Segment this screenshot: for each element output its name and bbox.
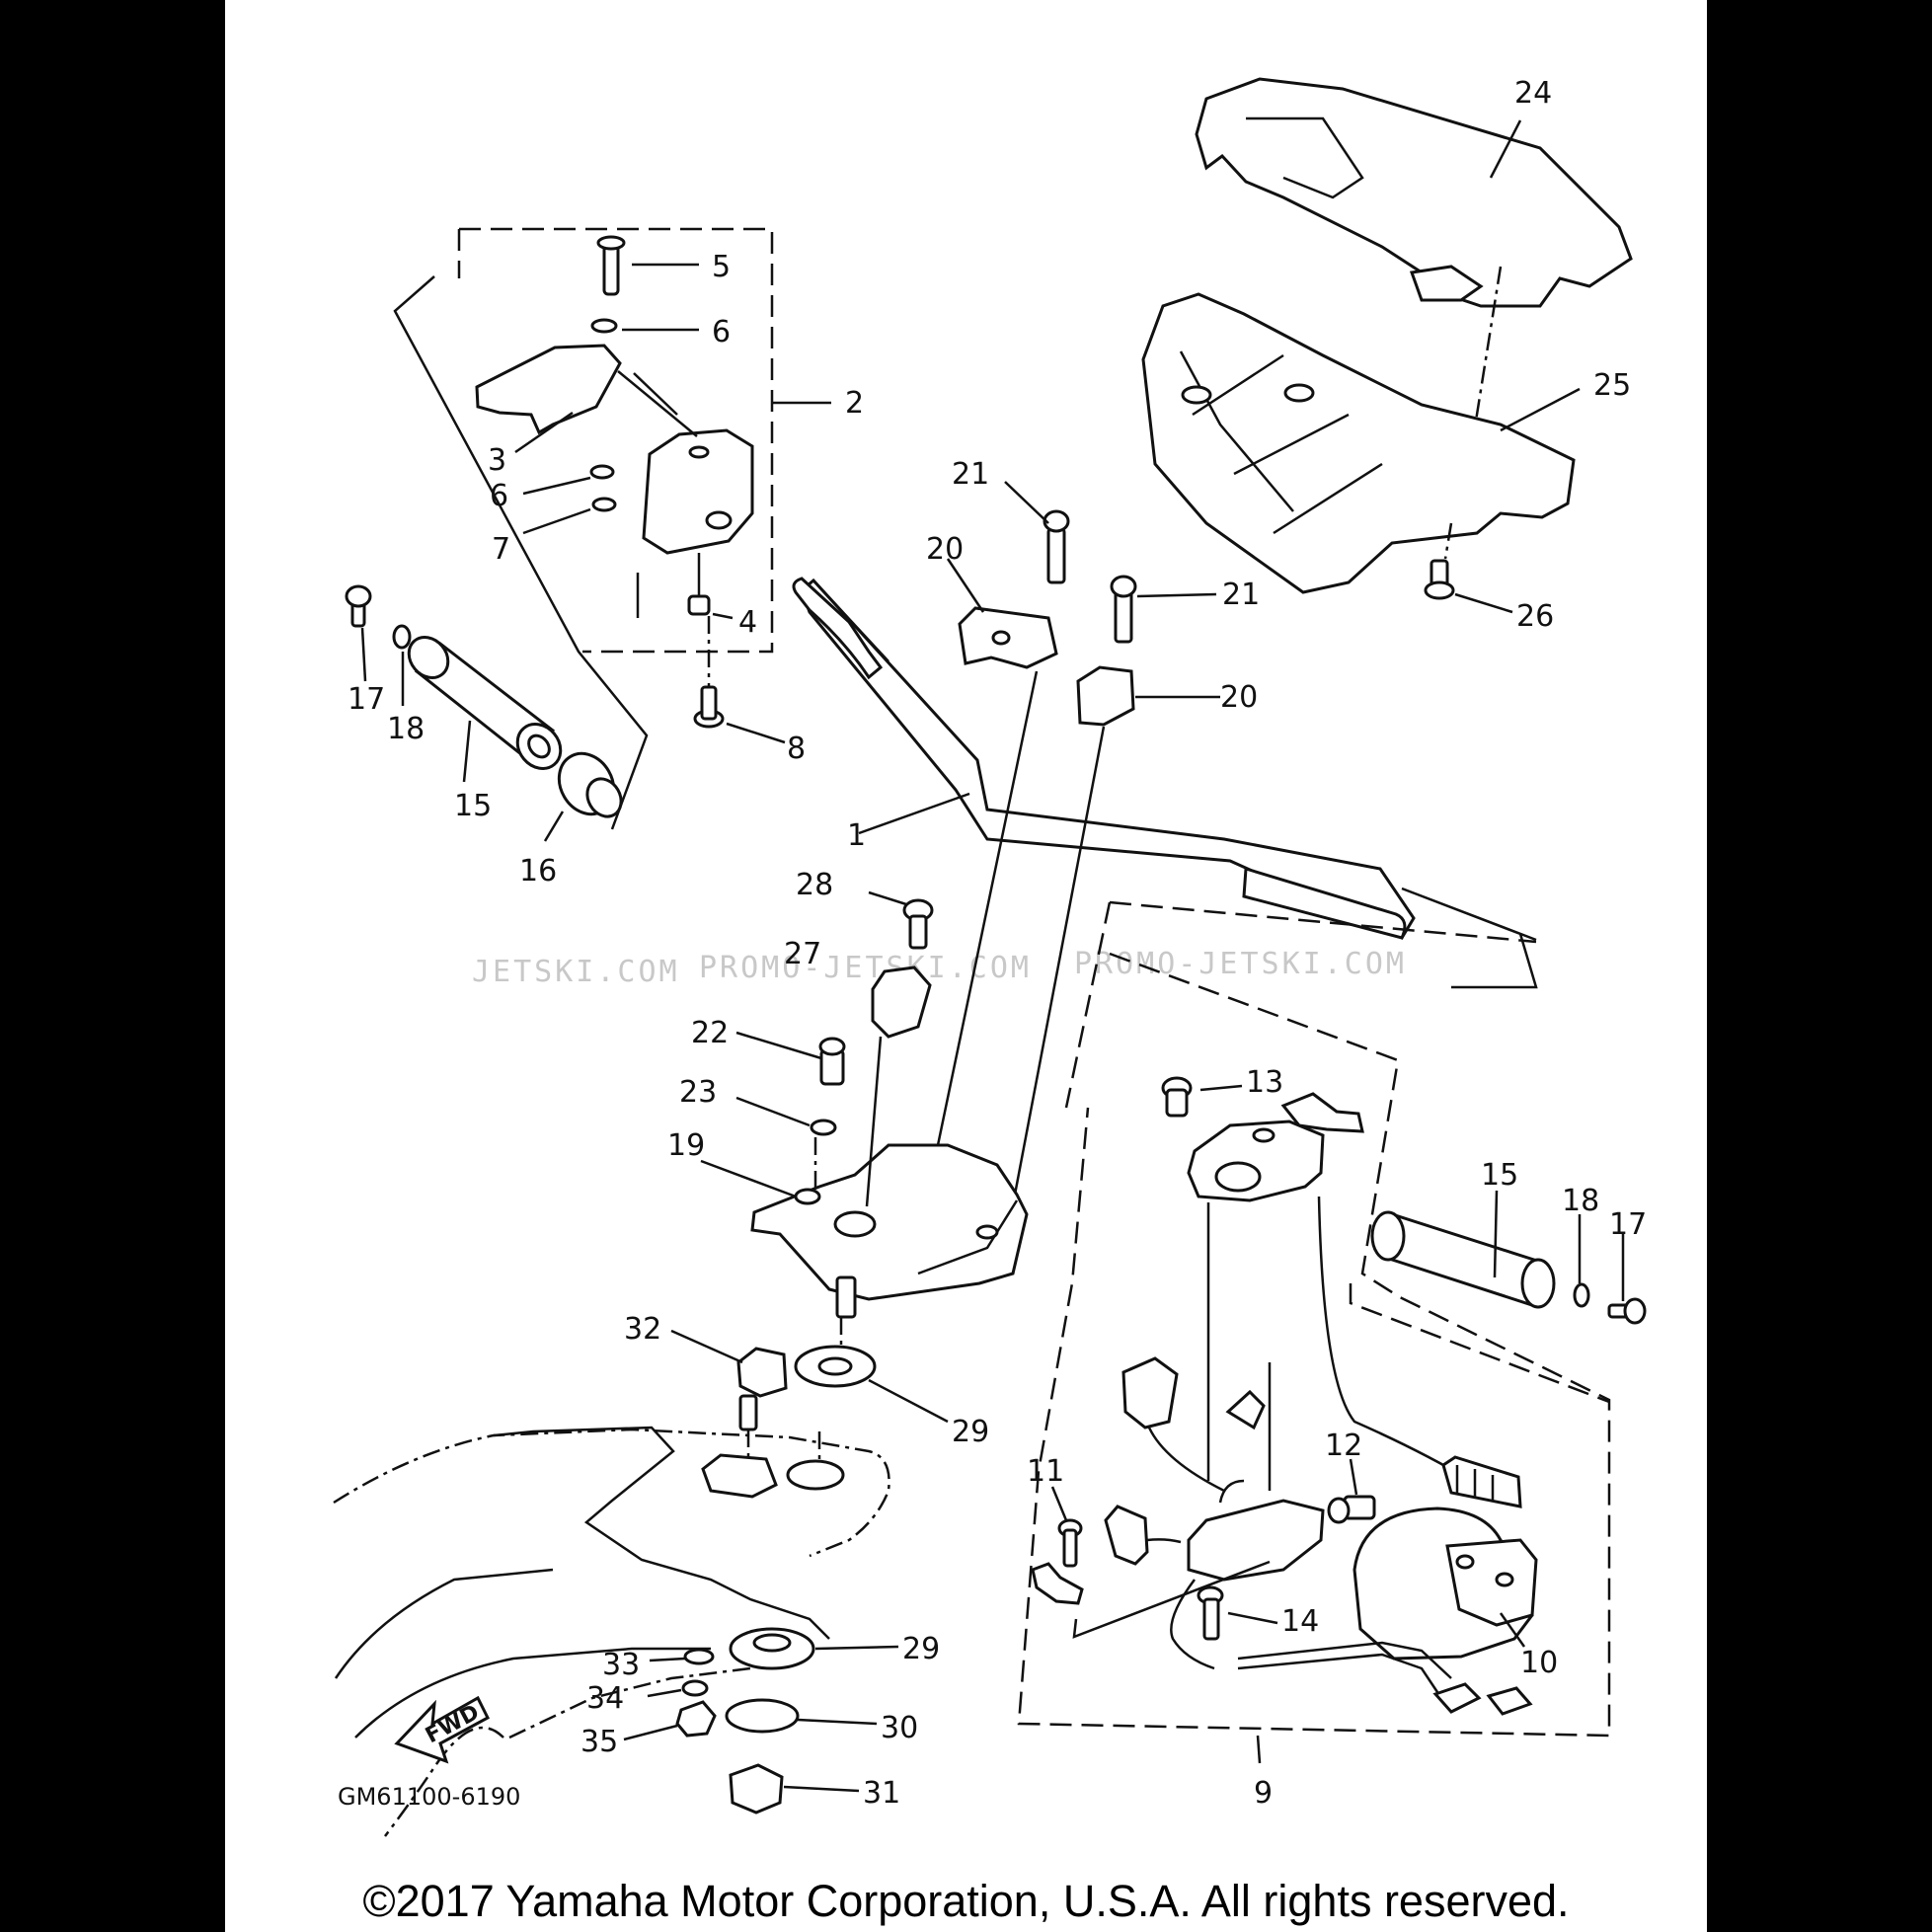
handle-grip-15-left (407, 636, 563, 770)
callout-13: 13 (1246, 1065, 1283, 1100)
callout-22: 22 (691, 1016, 729, 1050)
callout-17-right: 17 (1609, 1207, 1647, 1242)
screw-8 (693, 685, 725, 729)
washer-6 (590, 318, 618, 334)
nut-31 (729, 1763, 784, 1815)
switch-assembly-bracket (1017, 952, 1611, 1738)
watermark-promo-jetski-1: PROMO-JETSKI.COM (699, 951, 1032, 985)
callout-15-left: 15 (454, 789, 492, 823)
switch-10 (1352, 1455, 1538, 1661)
drawing-code: GM61100-6190 (338, 1783, 520, 1811)
washer-23 (810, 1119, 837, 1136)
callout-2: 2 (845, 386, 864, 421)
callout-9: 9 (1254, 1776, 1273, 1811)
clip-7 (591, 497, 617, 512)
nut-35 (675, 1700, 717, 1738)
callout-16: 16 (519, 854, 557, 889)
callout-34: 34 (586, 1681, 624, 1716)
handle-cover-25 (1141, 292, 1576, 594)
callout-21-a: 21 (952, 457, 989, 492)
column-19 (750, 1143, 1029, 1301)
callout-19: 19 (667, 1128, 705, 1163)
callout-14: 14 (1281, 1604, 1319, 1639)
connector-pair (1432, 1682, 1533, 1716)
switch-body (1104, 1356, 1325, 1670)
screw-26 (1424, 559, 1455, 600)
column-stud (835, 1275, 857, 1319)
hull-deck (333, 1426, 890, 1837)
callout-29-lower: 29 (902, 1632, 940, 1666)
callout-1: 1 (847, 818, 866, 853)
callout-32: 32 (624, 1312, 661, 1347)
terminal-lug (1031, 1562, 1084, 1605)
washer-18-right (1573, 1282, 1590, 1308)
callout-30: 30 (881, 1711, 918, 1745)
bracket-32 (736, 1347, 788, 1431)
throttle-lever-3 (475, 344, 622, 435)
handlebar-holder-20-b (1076, 665, 1135, 727)
callout-17-left: 17 (348, 682, 385, 717)
callout-28: 28 (796, 868, 833, 902)
callout-20-b: 20 (1220, 680, 1258, 715)
callout-4: 4 (738, 605, 757, 640)
switch-22 (818, 1037, 846, 1086)
callout-18-left: 18 (387, 712, 425, 746)
bolt-21-b (1110, 575, 1137, 644)
nut-12 (1327, 1495, 1376, 1524)
clamp-27 (871, 966, 932, 1039)
callout-8: 8 (787, 732, 806, 766)
button-13 (1161, 1076, 1193, 1118)
callout-31: 31 (863, 1776, 900, 1811)
callout-12: 12 (1325, 1429, 1362, 1463)
callout-21-b: 21 (1222, 578, 1260, 612)
screw-14 (1197, 1585, 1224, 1641)
handlebar-1 (792, 577, 1416, 940)
washer-18-left (392, 624, 412, 650)
callout-15-right: 15 (1481, 1158, 1518, 1193)
screw-17-left (345, 584, 372, 628)
callout-24: 24 (1514, 76, 1552, 111)
callout-25: 25 (1593, 368, 1631, 403)
washer-6b (589, 464, 615, 480)
parts-diagram: JETSKI.COM PROMO-JETSKI.COM PROMO-JETSKI… (333, 76, 1647, 1837)
callout-23: 23 (679, 1075, 717, 1110)
grommet-29-upper (794, 1345, 877, 1388)
pin-5 (596, 235, 626, 296)
screw-17-right (1607, 1297, 1647, 1325)
washer-30 (725, 1698, 800, 1734)
callout-3: 3 (488, 443, 506, 478)
callout-11: 11 (1027, 1454, 1064, 1489)
screw-4 (687, 594, 711, 616)
handle-cover-24 (1195, 77, 1633, 308)
screw-11 (1057, 1518, 1083, 1568)
callout-7: 7 (492, 532, 510, 567)
callout-6-upper: 6 (712, 315, 731, 349)
callout-6-lower: 6 (490, 479, 508, 513)
bolt-21-a (1043, 509, 1070, 584)
diagram-sheet: JETSKI.COM PROMO-JETSKI.COM PROMO-JETSKI… (225, 0, 1707, 1932)
watermark-jetski: JETSKI.COM (472, 955, 680, 989)
screw-28 (902, 898, 934, 950)
end-weight-16 (557, 751, 623, 818)
switch-housing (1187, 1092, 1364, 1202)
callout-5: 5 (712, 250, 731, 284)
callout-27: 27 (784, 937, 821, 971)
washer-33 (683, 1648, 715, 1665)
callout-10: 10 (1520, 1646, 1558, 1680)
callout-26: 26 (1516, 599, 1554, 634)
lever-assembly-bracket (459, 227, 774, 654)
callout-33: 33 (602, 1648, 640, 1682)
copyright-notice: ©2017 Yamaha Motor Corporation, U.S.A. A… (362, 1876, 1570, 1926)
grommet-29-lower (729, 1627, 815, 1670)
callout-20-a: 20 (926, 532, 964, 567)
callout-18-right: 18 (1562, 1184, 1599, 1218)
handle-grip-15-right (1370, 1210, 1556, 1309)
fwd-arrow-icon (394, 1695, 490, 1764)
callout-35: 35 (580, 1725, 618, 1759)
washer-34 (681, 1679, 709, 1697)
handlebar-holder-20-a (958, 606, 1058, 669)
callout-29-upper: 29 (952, 1415, 989, 1449)
watermark-promo-jetski-2: PROMO-JETSKI.COM (1074, 947, 1407, 981)
